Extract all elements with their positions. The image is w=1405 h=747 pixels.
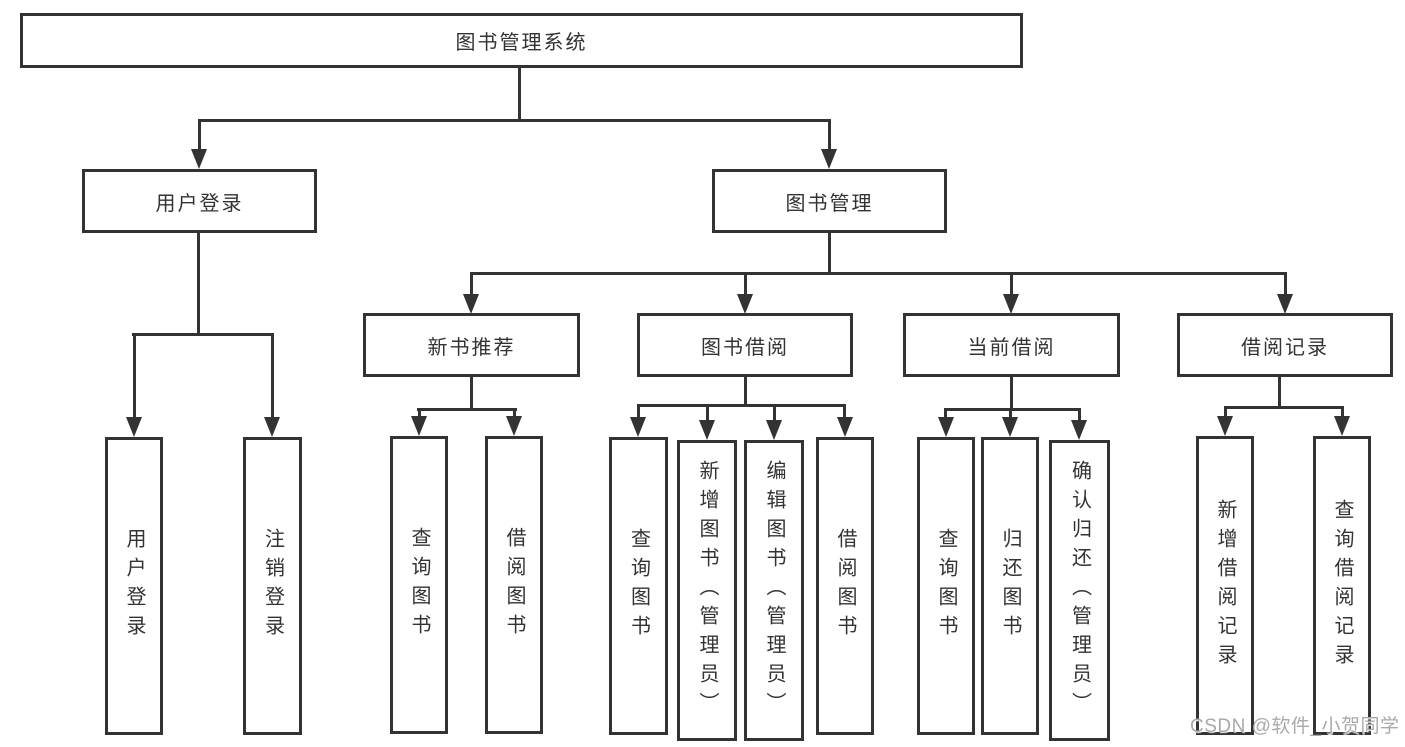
leaf-borrow-add-books-admin: 新增图书（管理员） xyxy=(677,440,737,741)
connector-line xyxy=(513,408,516,420)
node-book-management-label: 图书管理 xyxy=(785,192,874,215)
connector-line xyxy=(637,404,846,407)
connector-line xyxy=(1009,408,1012,420)
connector-line xyxy=(843,404,846,418)
arrowhead xyxy=(411,416,427,436)
connector-line xyxy=(132,333,274,336)
leaf-borrow-borrow-books-label: 借阅图书 xyxy=(834,528,856,644)
connector-line xyxy=(944,408,1081,411)
connector-line xyxy=(271,333,274,419)
leaf-borrow-edit-books-admin: 编辑图书（管理员） xyxy=(744,440,804,741)
arrowhead xyxy=(821,149,837,169)
leaf-current-confirm-return-admin-label: 确认归还（管理员） xyxy=(1068,460,1091,721)
connector-line xyxy=(1284,272,1287,296)
leaf-borrow-edit-books-admin-label: 编辑图书（管理员） xyxy=(763,460,785,721)
node-new-book-recommend: 新书推荐 xyxy=(363,313,580,377)
connector-line xyxy=(518,67,521,121)
arrowhead xyxy=(699,420,715,440)
leaf-logout-login: 注销登录 xyxy=(243,437,302,735)
arrowhead xyxy=(630,417,646,437)
csdn-watermark: CSDN @软件_小贺同学 xyxy=(1190,716,1400,737)
arrowhead xyxy=(766,420,782,440)
connector-line xyxy=(828,233,831,274)
connector-line xyxy=(773,404,776,420)
leaf-recommend-query-books: 查询图书 xyxy=(390,436,448,734)
arrowhead xyxy=(1071,420,1087,440)
leaf-current-query-books-label: 查询图书 xyxy=(935,528,957,644)
leaf-borrow-query-books: 查询图书 xyxy=(609,437,668,735)
node-new-book-recommend-label: 新书推荐 xyxy=(427,336,516,359)
arrowhead xyxy=(737,294,753,314)
arrowhead xyxy=(506,416,522,436)
node-borrow-records: 借阅记录 xyxy=(1177,313,1393,377)
connector-line xyxy=(828,119,831,153)
arrowhead xyxy=(1277,294,1293,314)
leaf-borrow-query-books-label: 查询图书 xyxy=(627,528,650,644)
leaf-current-query-books: 查询图书 xyxy=(917,437,975,735)
connector-line xyxy=(1224,406,1227,418)
arrowhead xyxy=(938,417,954,437)
connector-line xyxy=(197,233,200,333)
leaf-current-return-books: 归还图书 xyxy=(981,437,1039,735)
leaf-recommend-borrow-books-label: 借阅图书 xyxy=(503,527,525,643)
connector-line xyxy=(744,377,747,406)
connector-line xyxy=(198,119,201,153)
node-current-borrow: 当前借阅 xyxy=(903,313,1120,377)
leaf-records-query-record: 查询借阅记录 xyxy=(1313,436,1371,735)
connector-line xyxy=(944,408,947,420)
node-root: 图书管理系统 xyxy=(20,13,1023,68)
leaf-user-login-label: 用户登录 xyxy=(123,528,145,644)
arrowhead xyxy=(264,417,280,437)
connector-line xyxy=(470,272,473,296)
leaf-records-query-record-label: 查询借阅记录 xyxy=(1331,498,1353,673)
connector-line xyxy=(1010,272,1013,296)
leaf-recommend-query-books-label: 查询图书 xyxy=(408,527,430,643)
connector-line xyxy=(1010,377,1013,410)
connector-line xyxy=(417,408,517,411)
connector-line xyxy=(470,377,473,410)
node-user-login: 用户登录 xyxy=(82,169,317,233)
arrowhead xyxy=(1217,416,1233,436)
leaf-recommend-borrow-books: 借阅图书 xyxy=(485,436,543,734)
connector-line xyxy=(1341,406,1344,418)
connector-line xyxy=(744,272,747,296)
arrowhead xyxy=(1334,416,1350,436)
leaf-borrow-borrow-books: 借阅图书 xyxy=(816,437,874,735)
arrowhead xyxy=(126,417,142,437)
connector-line xyxy=(133,333,136,419)
arrowhead xyxy=(1002,417,1018,437)
arrowhead xyxy=(1003,294,1019,314)
arrowhead xyxy=(837,417,853,437)
connector-line xyxy=(198,119,831,122)
arrowhead xyxy=(191,149,207,169)
node-borrow-records-label: 借阅记录 xyxy=(1241,336,1329,359)
leaf-current-return-books-label: 归还图书 xyxy=(999,528,1021,644)
leaf-records-add-record-label: 新增借阅记录 xyxy=(1214,498,1236,673)
leaf-logout-login-label: 注销登录 xyxy=(261,528,284,644)
node-current-borrow-label: 当前借阅 xyxy=(967,336,1056,359)
leaf-borrow-add-books-admin-label: 新增图书（管理员） xyxy=(696,460,718,721)
connector-line xyxy=(637,404,640,418)
connector-line xyxy=(1278,377,1281,408)
node-book-management: 图书管理 xyxy=(712,169,947,233)
node-book-borrow: 图书借阅 xyxy=(637,313,853,377)
connector-line xyxy=(470,272,1287,275)
leaf-records-add-record: 新增借阅记录 xyxy=(1196,436,1254,735)
node-user-login-label: 用户登录 xyxy=(155,192,244,215)
connector-line xyxy=(1224,406,1344,409)
connector-line xyxy=(706,404,709,420)
node-root-label: 图书管理系统 xyxy=(455,32,588,54)
connector-line xyxy=(418,408,421,420)
leaf-user-login: 用户登录 xyxy=(105,437,163,735)
node-book-borrow-label: 图书借阅 xyxy=(701,336,789,359)
leaf-current-confirm-return-admin: 确认归还（管理员） xyxy=(1049,440,1110,741)
connector-line xyxy=(1078,408,1081,422)
arrowhead xyxy=(463,294,479,314)
